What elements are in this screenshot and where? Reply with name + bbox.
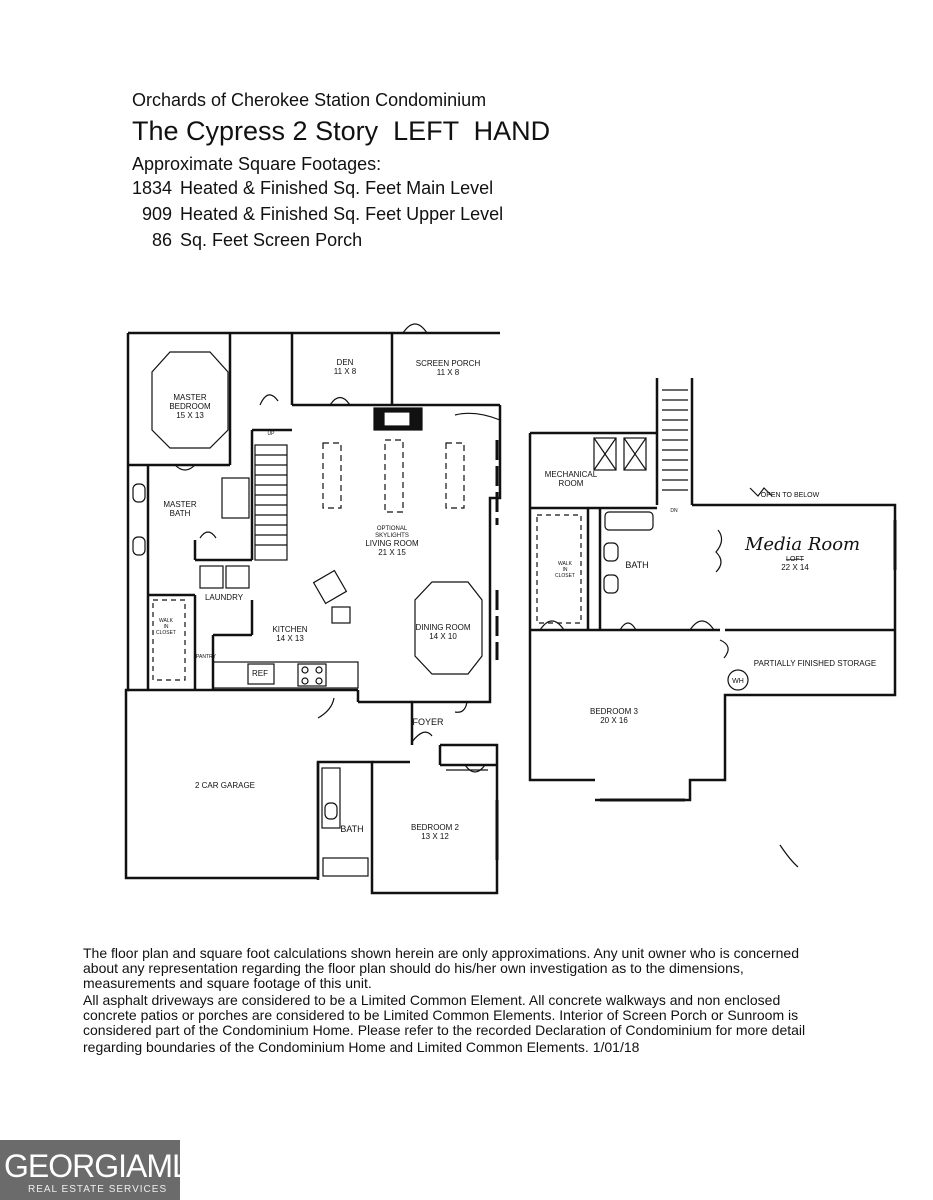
disclaimer-line: concrete patios or porches are considere…: [83, 1007, 799, 1023]
bedroom2-dims: 13 X 12: [421, 832, 449, 841]
stairs-down-label: DN: [670, 508, 678, 514]
master-bedroom-label: BEDROOM: [169, 402, 211, 411]
foyer-label: FOYER: [412, 717, 444, 727]
den-dims: 11 X 8: [334, 367, 357, 376]
master-bedroom-label: MASTER: [173, 393, 207, 402]
logo-tagline: REAL ESTATE SERVICES: [28, 1184, 168, 1195]
mechanical-room-label: ROOM: [559, 479, 584, 488]
pantry-label: PANTRY: [196, 654, 216, 660]
dining-room-label: DINING ROOM: [415, 623, 470, 632]
upper-level-details: [536, 389, 897, 868]
sqft-main-level: 1834 Heated & Finished Sq. Feet Main Leve…: [132, 178, 493, 199]
open-to-below-label: OPEN TO BELOW: [761, 492, 820, 499]
living-room-label: LIVING ROOM: [365, 539, 419, 548]
dining-room-dims: 14 X 10: [429, 632, 457, 641]
plan-title: The Cypress 2 Story LEFT HAND: [132, 116, 551, 146]
disclaimer-line: about any representation regarding the f…: [83, 960, 744, 976]
sqft-upper-level: 909 Heated & Finished Sq. Feet Upper Leve…: [132, 204, 503, 225]
master-bath-label: MASTER: [163, 500, 197, 509]
disclaimer-line: All asphalt driveways are considered to …: [83, 992, 781, 1008]
master-bedroom-dims: 15 X 13: [176, 411, 204, 420]
disclaimer-line: considered part of the Condominium Home.…: [83, 1022, 806, 1038]
water-heater-label: WH: [732, 678, 744, 685]
closet-label: CLOSET: [555, 573, 575, 579]
disclaimer-line: regarding boundaries of the Condominium …: [83, 1039, 640, 1055]
disclaimer-line: measurements and square footage of this …: [83, 975, 372, 991]
storage-label: PARTIALLY FINISHED STORAGE: [754, 659, 876, 668]
bedroom3-dims: 20 X 16: [600, 716, 628, 725]
handwritten-media-room-note: Media Room: [744, 534, 860, 555]
sqft-label: Heated & Finished Sq. Feet Upper Level: [180, 204, 504, 224]
closet-label: IN: [563, 567, 568, 573]
closet-label: CLOSET: [156, 630, 176, 636]
bedroom3-label: BEDROOM 3: [590, 707, 639, 716]
main-level-labels: MASTER BEDROOM 15 X 13 DEN 11 X 8 SCREEN…: [156, 358, 480, 841]
mechanical-room-label: MECHANICAL: [545, 470, 598, 479]
main-level-walls: [124, 331, 502, 895]
skylights-label: OPTIONAL: [377, 526, 408, 532]
sqft-value: 909: [141, 204, 172, 224]
stairs-up-label: UP: [268, 431, 276, 437]
sqft-label: Sq. Feet Screen Porch: [180, 230, 363, 250]
closet-label: IN: [164, 624, 169, 630]
closet-label: WALK: [159, 618, 174, 624]
sqft-heading: Approximate Square Footages:: [132, 154, 382, 174]
screen-porch-label: SCREEN PORCH: [416, 359, 481, 368]
kitchen-label: KITCHEN: [272, 625, 307, 634]
bedroom2-label: BEDROOM 2: [411, 823, 460, 832]
community-name: Orchards of Cherokee Station Condominium: [132, 90, 487, 110]
den-label: DEN: [337, 358, 354, 367]
disclaimer-line: The floor plan and square foot calculati…: [83, 945, 799, 961]
ref-label: REF: [252, 669, 268, 678]
bath-label: BATH: [340, 824, 363, 834]
living-room-dims: 21 X 15: [378, 548, 406, 557]
sqft-screen-porch: 86 Sq. Feet Screen Porch: [132, 230, 362, 251]
logo-wordmark: GEORGIAMLS: [4, 1148, 210, 1184]
upper-level-labels: MECHANICAL ROOM WALK IN CLOSET BATH DN O…: [545, 470, 876, 725]
bath-label: BATH: [625, 560, 648, 570]
closet-label: WALK: [558, 561, 573, 567]
sqft-value: 86: [151, 230, 172, 250]
sqft-value: 1834: [132, 178, 173, 198]
screen-porch-dims: 11 X 8: [437, 368, 460, 377]
upper-level-walls: [528, 378, 897, 802]
georgia-mls-logo: GEORGIAMLS REAL ESTATE SERVICES: [0, 1140, 210, 1200]
loft-label: LOFT: [786, 556, 805, 563]
sqft-label: Heated & Finished Sq. Feet Main Level: [180, 178, 494, 198]
garage-label: 2 CAR GARAGE: [195, 781, 255, 790]
master-bath-label: BATH: [170, 509, 191, 518]
skylights-label: SKYLIGHTS: [375, 533, 409, 539]
loft-dims: 22 X 14: [781, 563, 809, 572]
laundry-label: LAUNDRY: [205, 593, 244, 602]
kitchen-dims: 14 X 13: [276, 634, 304, 643]
main-level-details: [132, 323, 501, 877]
